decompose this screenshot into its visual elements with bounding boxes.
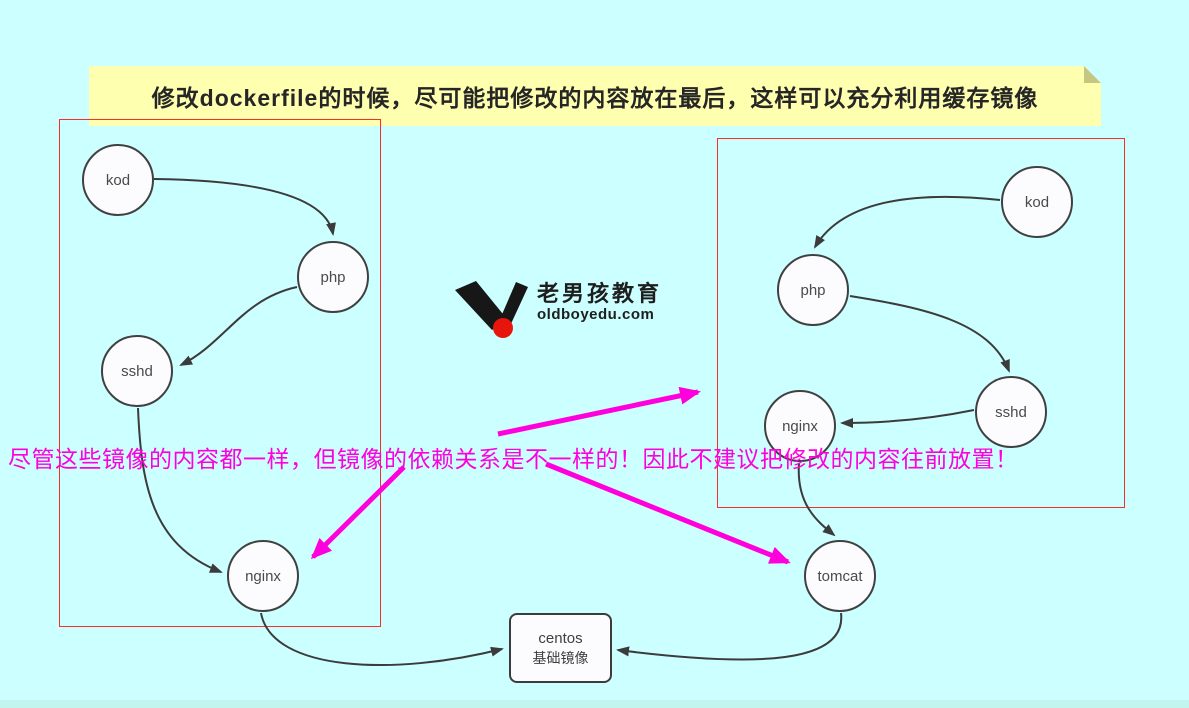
logo-domain: oldboyedu.com	[537, 306, 655, 324]
banner-text: 修改dockerfile的时候，尽可能把修改的内容放在最后，这样可以充分利用缓存…	[151, 85, 1039, 111]
node-right-php-label: php	[800, 281, 826, 299]
centos-label: centos	[538, 630, 583, 648]
node-right-nginx[interactable]: nginx	[764, 390, 836, 462]
logo-text-block: 老男孩教育 oldboyedu.com	[537, 281, 662, 324]
base-image-label: 基础镜像	[532, 649, 589, 666]
node-left-php[interactable]: php	[297, 241, 369, 313]
node-tomcat[interactable]: tomcat	[804, 540, 876, 612]
node-left-php-label: php	[320, 268, 346, 286]
right-group-frame[interactable]	[717, 138, 1125, 508]
node-right-php[interactable]: php	[777, 254, 849, 326]
node-right-sshd-label: sshd	[995, 403, 1027, 421]
sticky-note-fold-corner	[1084, 66, 1101, 83]
logo-v-mark-icon	[455, 281, 528, 338]
edge-right-tomcat-centos	[616, 612, 843, 661]
node-right-kod-label: kod	[1024, 193, 1050, 211]
node-left-sshd-label: sshd	[121, 362, 153, 380]
node-left-sshd[interactable]: sshd	[101, 335, 173, 407]
left-group-frame[interactable]	[59, 119, 381, 627]
node-right-kod[interactable]: kod	[1001, 166, 1073, 238]
oldboyedu-logo: 老男孩教育 oldboyedu.com	[453, 281, 662, 339]
highlight-arrow-to-right-frame	[497, 386, 701, 437]
bottom-strip	[0, 700, 1189, 708]
node-left-kod[interactable]: kod	[82, 144, 154, 216]
node-left-nginx[interactable]: nginx	[227, 540, 299, 612]
warning-annotation-text: 尽管这些镜像的内容都一样，但镜像的依赖关系是不一样的！因此不建议把修改的内容往前…	[8, 446, 1019, 472]
sticky-note-banner[interactable]: 修改dockerfile的时候，尽可能把修改的内容放在最后，这样可以充分利用缓存…	[89, 66, 1101, 126]
node-tomcat-label: tomcat	[817, 567, 863, 585]
node-right-sshd[interactable]: sshd	[975, 376, 1047, 448]
node-centos-base-image[interactable]: centos 基础镜像	[509, 613, 612, 683]
node-left-nginx-label: nginx	[245, 567, 281, 585]
node-right-nginx-label: nginx	[782, 417, 818, 435]
node-left-kod-label: kod	[105, 171, 131, 189]
logo-brand-name: 老男孩教育	[537, 281, 663, 306]
